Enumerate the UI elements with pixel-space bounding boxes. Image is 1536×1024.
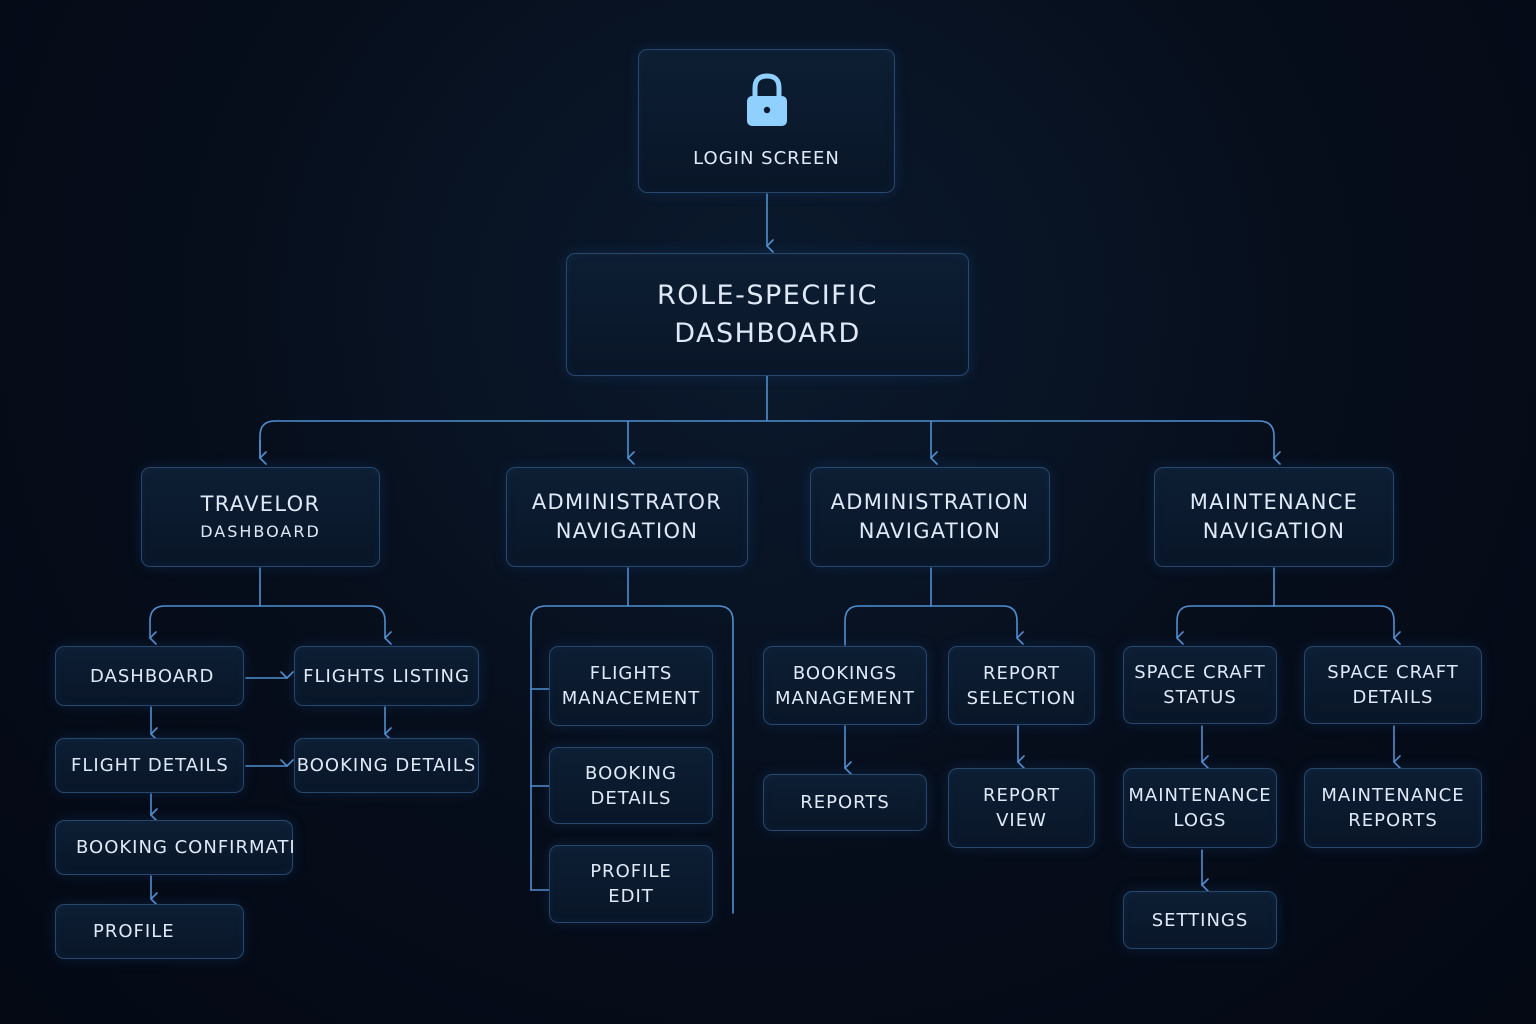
maintenance-title-line2: NAVIGATION <box>1202 519 1346 543</box>
reports-item[interactable]: REPORTS <box>763 774 927 831</box>
administration-title-line2: NAVIGATION <box>858 519 1002 543</box>
flight-details-label: FLIGHT DETAILS <box>71 755 229 776</box>
flights-listing-item[interactable]: FLIGHTS LISTING <box>294 646 479 706</box>
bookings-management-line1: BOOKINGS <box>792 662 898 684</box>
traveler-dashboard-item[interactable]: DASHBOARD <box>55 646 244 706</box>
login-screen-label: LOGIN SCREEN <box>693 147 840 169</box>
report-view-line1: REPORT <box>982 785 1061 806</box>
report-view-item[interactable]: REPORT VIEW <box>948 768 1095 848</box>
bookings-management-line2: MANAGEMENT <box>775 687 915 709</box>
spacecraft-details-item[interactable]: SPACE CRAFT DETAILS <box>1304 646 1482 724</box>
connector-traveler-split-right <box>259 605 392 645</box>
dashboard-title-line1: ROLE-SPECIFIC <box>657 279 878 311</box>
settings-label: SETTINGS <box>1151 909 1249 931</box>
traveler-booking-details-label: BOOKING DETAILS <box>296 755 477 776</box>
report-view-line2: VIEW <box>996 810 1047 831</box>
profile-edit-item[interactable]: PROFILE EDIT <box>549 845 713 923</box>
spacecraft-details-line1: SPACE CRAFT <box>1327 662 1459 683</box>
administrator-title-line1: ADMINISTRATOR <box>531 490 723 514</box>
administrator-navigation-node[interactable]: ADMINISTRATOR NAVIGATION <box>506 467 748 567</box>
profile-edit-line1: PROFILE <box>590 861 672 882</box>
booking-confirmation-label: BOOKING CONFIRMATI <box>76 837 296 858</box>
administrator-booking-details-line1: BOOKING <box>585 762 677 784</box>
spacecraft-status-item[interactable]: SPACE CRAFT STATUS <box>1123 646 1277 724</box>
administration-navigation-node[interactable]: ADMINISTRATION NAVIGATION <box>810 467 1050 567</box>
flights-management-line2: MANACEMENT <box>561 688 701 709</box>
connector-traveler-split-left <box>149 605 261 645</box>
connector-branch-bar <box>259 420 1281 465</box>
report-selection-item[interactable]: REPORT SELECTION <box>948 646 1095 725</box>
profile-item[interactable]: PROFILE <box>55 904 244 959</box>
role-specific-dashboard-node[interactable]: ROLE-SPECIFIC DASHBOARD <box>566 253 969 376</box>
spacecraft-status-line1: SPACE CRAFT <box>1134 662 1266 683</box>
spacecraft-status-line2: STATUS <box>1163 687 1237 708</box>
administration-title-line1: ADMINISTRATION <box>830 490 1030 514</box>
maintenance-logs-item[interactable]: MAINTENANCE LOGS <box>1123 768 1277 848</box>
maintenance-reports-line2: REPORTS <box>1348 810 1438 831</box>
traveler-title: TRAVELOR <box>200 491 321 516</box>
maintenance-navigation-node[interactable]: MAINTENANCE NAVIGATION <box>1154 467 1394 567</box>
flights-management-item[interactable]: FLIGHTS MANACEMENT <box>549 646 713 726</box>
profile-edit-line2: EDIT <box>608 886 654 907</box>
traveler-dashboard-label: DASHBOARD <box>90 665 215 687</box>
connector-administration-split-right <box>930 605 1024 645</box>
maintenance-reports-line1: MAINTENANCE <box>1321 785 1465 806</box>
flights-management-line1: FLIGHTS <box>589 663 673 684</box>
connector-administration-split-left <box>844 605 932 646</box>
maintenance-title-line1: MAINTENANCE <box>1189 490 1359 514</box>
maintenance-logs-line2: LOGS <box>1173 810 1227 831</box>
reports-label: REPORTS <box>800 792 890 813</box>
spacecraft-details-line2: DETAILS <box>1352 687 1434 708</box>
connector-maintenance-split-left <box>1176 605 1275 645</box>
profile-label: PROFILE <box>93 921 175 942</box>
flights-listing-label: FLIGHTS LISTING <box>303 665 470 687</box>
connector-administrator-bracket <box>530 605 734 914</box>
traveler-subtitle: DASHBOARD <box>200 521 321 541</box>
administrator-title-line2: NAVIGATION <box>555 519 699 543</box>
report-selection-line1: REPORT <box>982 662 1061 684</box>
administrator-booking-details-line2: DETAILS <box>590 787 672 809</box>
administrator-booking-details-item[interactable]: BOOKING DETAILS <box>549 747 713 824</box>
traveler-booking-details-item[interactable]: BOOKING DETAILS <box>294 738 479 793</box>
dashboard-title-line2: DASHBOARD <box>674 317 861 349</box>
maintenance-logs-line1: MAINTENANCE <box>1128 785 1272 806</box>
login-screen-node[interactable]: LOGIN SCREEN <box>638 49 895 193</box>
traveler-dashboard-node[interactable]: TRAVELOR DASHBOARD <box>141 467 380 567</box>
flight-details-item[interactable]: FLIGHT DETAILS <box>55 738 244 793</box>
settings-item[interactable]: SETTINGS <box>1123 891 1277 949</box>
maintenance-reports-item[interactable]: MAINTENANCE REPORTS <box>1304 768 1482 848</box>
connector-maintenance-split-right <box>1273 605 1401 645</box>
bookings-management-item[interactable]: BOOKINGS MANAGEMENT <box>763 646 927 725</box>
lock-icon <box>746 72 787 126</box>
report-selection-line2: SELECTION <box>966 687 1077 709</box>
booking-confirmation-item[interactable]: BOOKING CONFIRMATI <box>55 820 296 875</box>
